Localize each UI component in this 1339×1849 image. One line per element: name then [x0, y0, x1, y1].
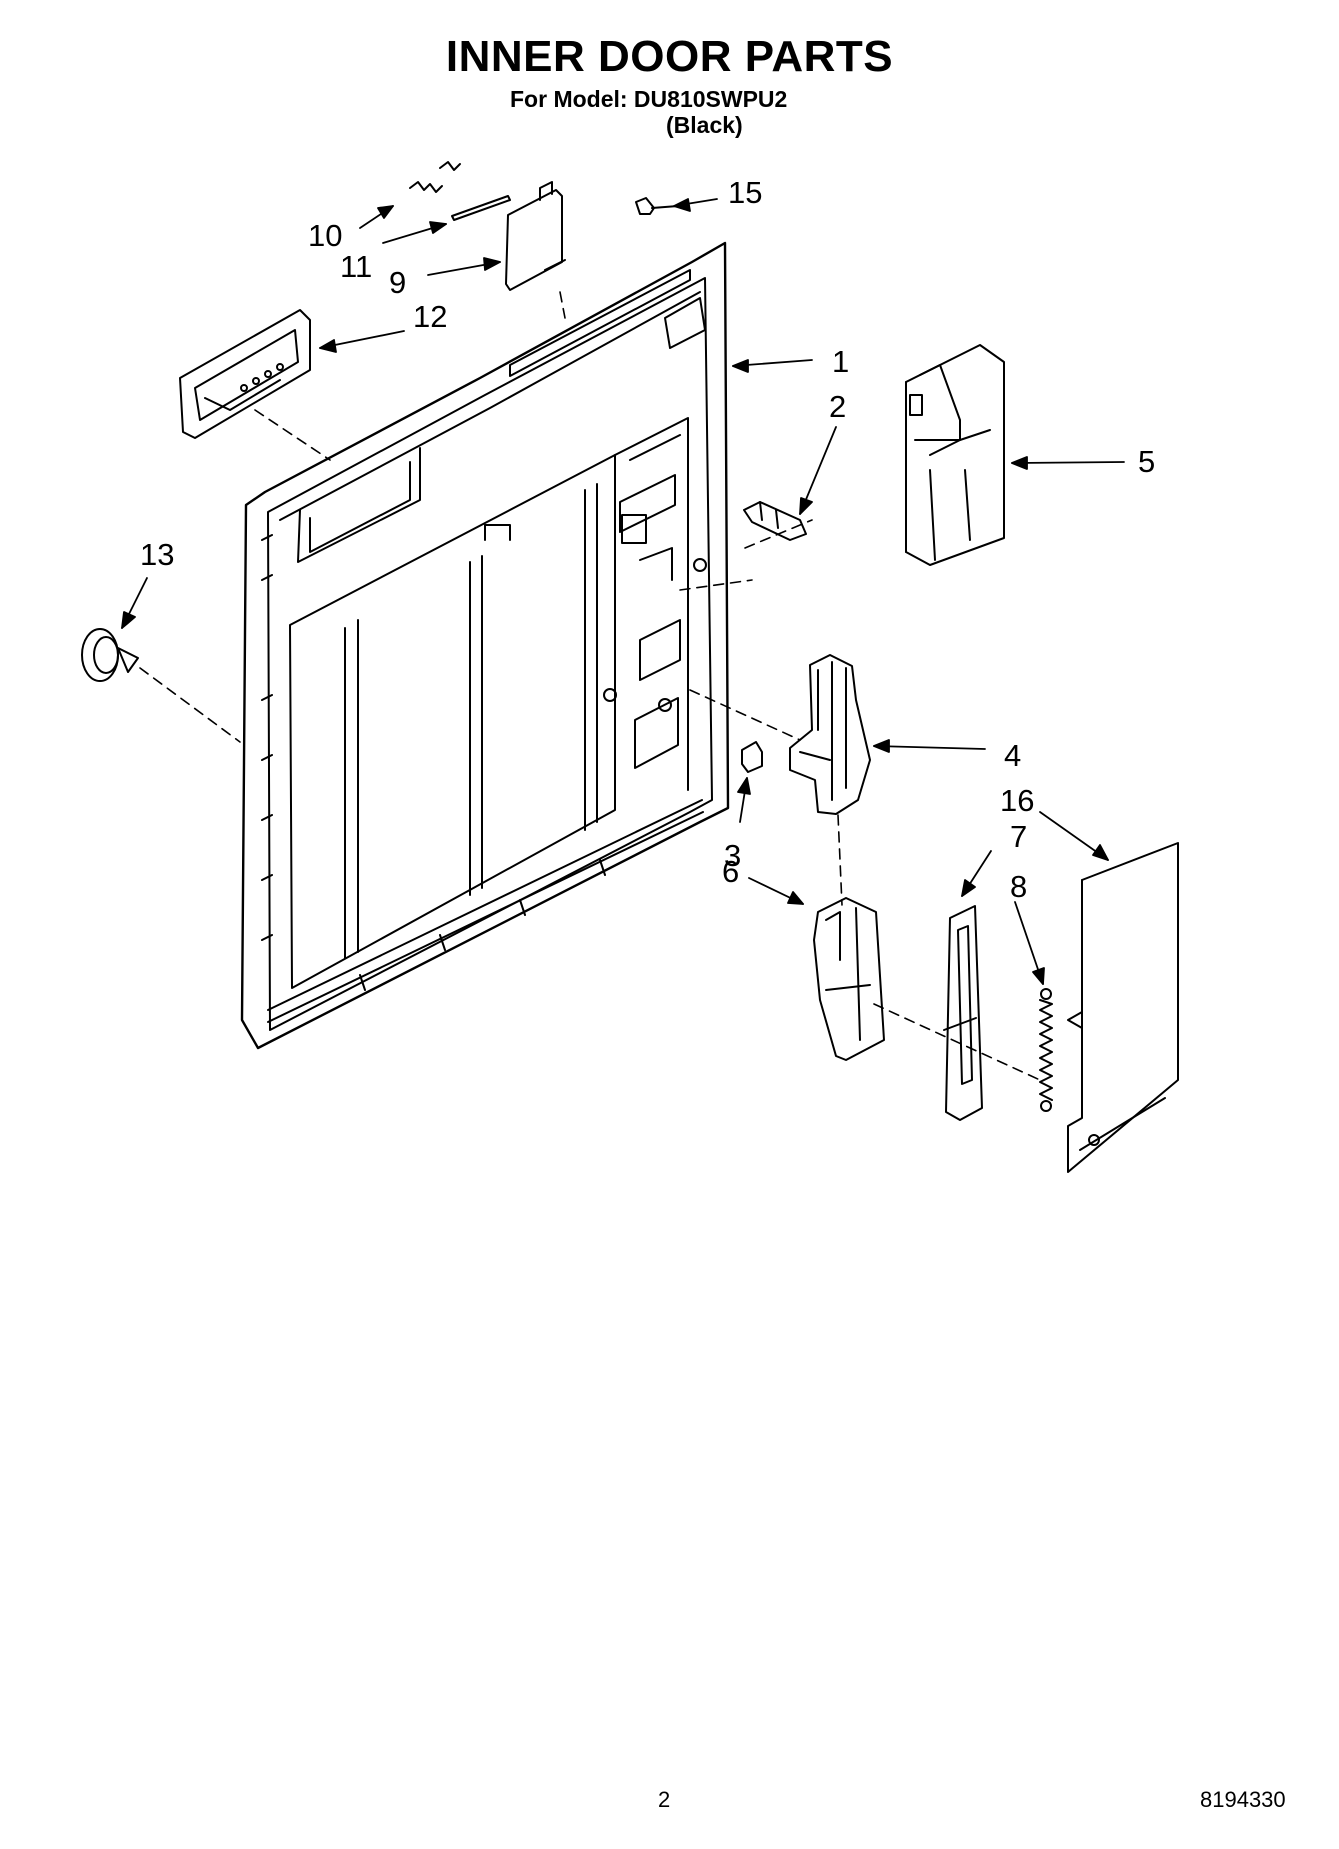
model-label: For Model: DU810SWPU2 [510, 86, 788, 112]
callout-9: 9 [389, 265, 406, 300]
callout-16: 16 [1000, 783, 1034, 818]
callout-10: 10 [308, 218, 342, 253]
part-13-knob [81, 628, 139, 682]
page-number: 2 [658, 1787, 671, 1812]
callout-1: 1 [832, 344, 849, 379]
callout-4: 4 [1004, 738, 1021, 773]
color-label: (Black) [666, 112, 743, 138]
part-9-cover [505, 181, 566, 291]
callout-15: 15 [728, 175, 762, 210]
part-8-spring [1039, 988, 1053, 1112]
part-4-latch [789, 654, 871, 815]
part-11-rod [451, 195, 511, 221]
document-number: 8194330 [1200, 1787, 1286, 1812]
callout-7: 7 [1010, 819, 1027, 854]
part-5-latch-housing [905, 344, 1005, 566]
part-15-screw [635, 197, 679, 215]
callout-8: 8 [1010, 869, 1027, 904]
callout-2: 2 [829, 389, 846, 424]
assembly-lines [139, 291, 1041, 1081]
part-12-handle [179, 309, 311, 439]
callout-13: 13 [140, 537, 174, 572]
part-6-latch-base [813, 897, 885, 1061]
callout-6: 6 [722, 854, 739, 889]
callout-3: 3 [724, 838, 741, 873]
part-10-springs [409, 161, 461, 193]
part-3-nut [741, 741, 763, 773]
callout-5: 5 [1138, 444, 1155, 479]
callout-numbers: 1 2 3 4 5 6 7 8 9 10 11 12 13 15 16 [140, 175, 1155, 904]
part-7-slide [943, 905, 983, 1121]
callout-arrows [121, 198, 1125, 985]
callout-11: 11 [340, 249, 372, 284]
part-2-pin [743, 501, 807, 541]
inner-door-panel [240, 241, 730, 1050]
callout-12: 12 [413, 299, 447, 334]
part-16-bracket [1067, 842, 1179, 1173]
page-title: INNER DOOR PARTS [445, 32, 894, 81]
